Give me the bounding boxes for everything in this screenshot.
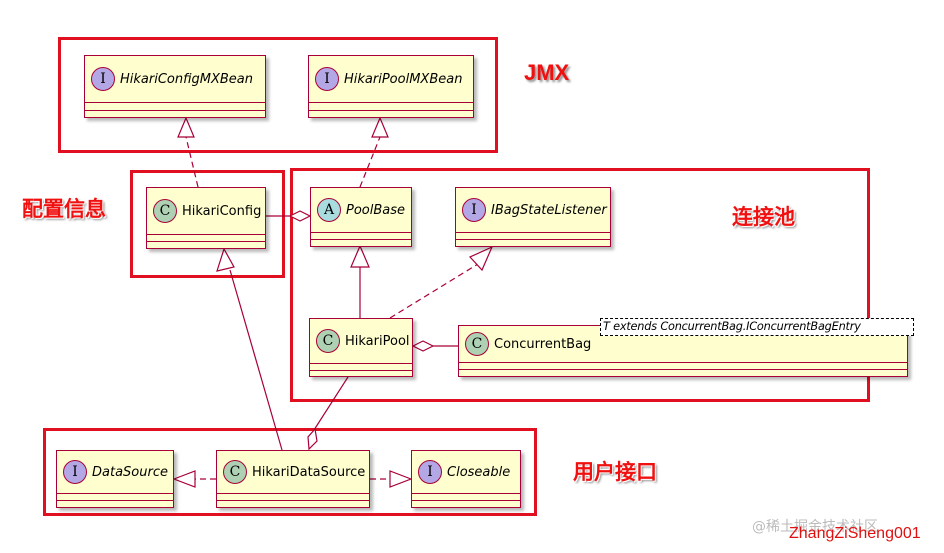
class-name: HikariPool — [345, 333, 410, 349]
user-interface-region-label: 用户接口 — [573, 460, 657, 484]
class-ibag-state-listener: I IBagStateListener — [455, 187, 611, 247]
realization-arrowhead — [177, 116, 195, 138]
class-name: HikariConfigMXBean — [120, 71, 254, 87]
interface-stereotype-icon: I — [63, 460, 87, 484]
abstract-stereotype-icon: A — [317, 198, 341, 222]
class-name: PoolBase — [346, 202, 406, 218]
jmx-region-label: JMX — [524, 60, 570, 85]
interface-stereotype-icon: I — [418, 460, 442, 484]
class-name: HikariDataSource — [252, 464, 366, 480]
class-stereotype-icon: C — [465, 332, 489, 356]
concurrent-bag-type-parameter: T extends ConcurrentBag.IConcurrentBagEn… — [600, 318, 914, 336]
pool-region-box — [290, 168, 870, 402]
class-name: ConcurrentBag — [494, 336, 592, 352]
class-stereotype-icon: C — [316, 329, 340, 353]
config-region-box — [130, 170, 285, 278]
class-data-source: I DataSource — [56, 450, 174, 508]
poolbase-realizes-pool-mxbean-line — [359, 136, 381, 188]
class-hikari-pool-mxbean: I HikariPoolMXBean — [308, 55, 474, 118]
class-stereotype-icon: C — [223, 460, 247, 484]
interface-stereotype-icon: I — [91, 67, 115, 91]
datasource-extends-config-line — [229, 269, 283, 451]
class-closeable: I Closeable — [411, 450, 521, 508]
class-name: Closeable — [447, 464, 511, 480]
class-stereotype-icon: C — [153, 199, 177, 223]
class-name: HikariPoolMXBean — [344, 71, 463, 87]
class-name: HikariConfig — [182, 203, 262, 219]
config-realizes-config-mxbean-line — [185, 136, 199, 188]
config-region-label: 配置信息 — [22, 197, 106, 221]
author-watermark: ZhangZiSheng001 — [789, 525, 921, 542]
interface-stereotype-icon: I — [315, 67, 339, 91]
aggregation-diamond — [411, 340, 435, 352]
user-interface-region-box — [43, 428, 537, 516]
interface-stereotype-icon: I — [462, 198, 486, 222]
site-watermark: @稀土掘金技术社区 — [752, 519, 878, 535]
realization-arrowhead — [172, 470, 196, 488]
class-name: DataSource — [92, 464, 168, 480]
aggregation-diamond — [288, 210, 312, 222]
class-hikari-pool: C HikariPool — [309, 318, 413, 377]
class-pool-base: A PoolBase — [310, 187, 412, 247]
class-name: IBagStateListener — [491, 202, 607, 218]
realization-arrowhead — [371, 116, 389, 138]
inheritance-arrowhead — [216, 247, 235, 272]
pool-region-label: 连接池 — [732, 205, 795, 229]
class-hikari-data-source: C HikariDataSource — [216, 450, 370, 508]
class-hikari-config: C HikariConfig — [146, 187, 266, 249]
jmx-region-box — [58, 37, 498, 153]
realization-arrowhead — [389, 470, 413, 488]
class-hikari-config-mxbean: I HikariConfigMXBean — [84, 55, 266, 118]
inheritance-arrowhead — [350, 244, 370, 268]
datasource-aggregates-pool-line — [313, 376, 349, 431]
realization-arrowhead — [468, 245, 494, 272]
aggregation-diamond — [307, 427, 318, 451]
pool-realizes-bag-listener-line — [389, 263, 479, 319]
